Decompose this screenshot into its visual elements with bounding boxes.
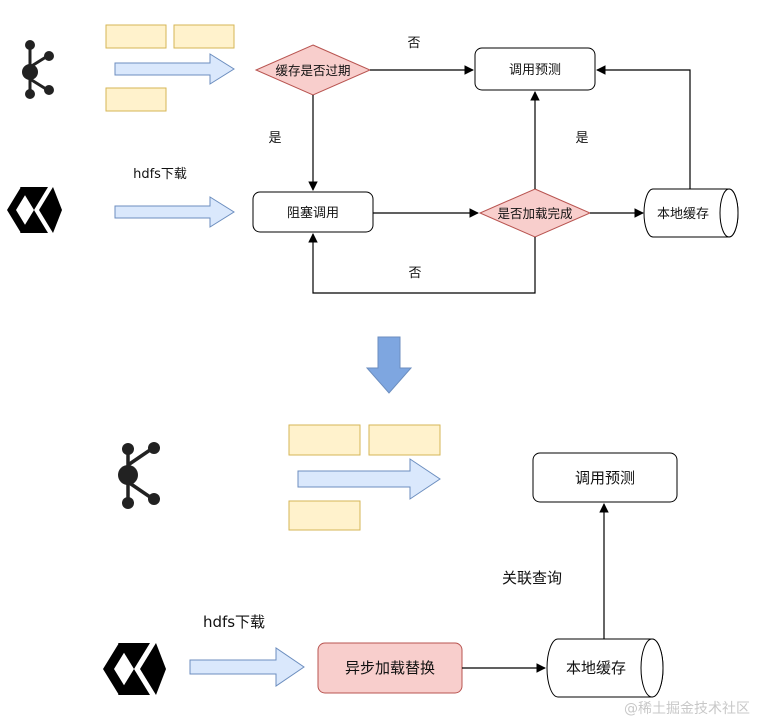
kafka-icon [118,442,160,509]
call-predict-box [474,47,596,91]
edge-label-yes: 是 [575,131,588,146]
transition-down-arrow [365,336,413,394]
flow-arrow [189,647,305,687]
association-query-label: 关联查询 [502,569,562,587]
message-block [105,87,167,112]
flow-arrow [114,53,235,85]
edge-label-yes: 是 [268,131,281,146]
edge-label-no: 否 [407,36,420,51]
blocking-call-label: 阻塞调用 [287,205,339,221]
watermark: @稀土掘金技术社区 [624,701,750,717]
flow-arrow [114,196,235,228]
local-cache-label: 本地缓存 [566,659,626,677]
connector-cache-to-predict [596,65,691,189]
decision-cache-expired-label: 缓存是否过期 [275,63,350,78]
local-cache-cylinder [643,188,739,238]
call-predict-label: 调用预测 [509,63,561,78]
local-cache-cylinder [546,638,664,698]
message-block [288,500,361,531]
hdfs-download-label: hdfs下载 [203,613,265,631]
async-load-replace-label: 异步加载替换 [345,659,435,677]
message-block [173,24,235,49]
call-predict-box [532,452,678,503]
kafka-icon [22,40,54,99]
hive-icon [7,187,62,233]
hive-icon [103,643,166,695]
blocking-call-box [252,191,374,233]
hdfs-download-label: hdfs下载 [133,167,187,182]
call-predict-label: 调用预测 [575,469,635,487]
connector-loaded-back-to-blocking [308,233,536,294]
flow-arrow [297,458,441,500]
local-cache-label: 本地缓存 [657,207,709,222]
edge-label-no: 否 [408,266,421,281]
message-block [105,24,167,49]
decision-load-complete-label: 是否加载完成 [497,206,572,221]
message-block [368,424,441,456]
message-block [288,424,361,456]
